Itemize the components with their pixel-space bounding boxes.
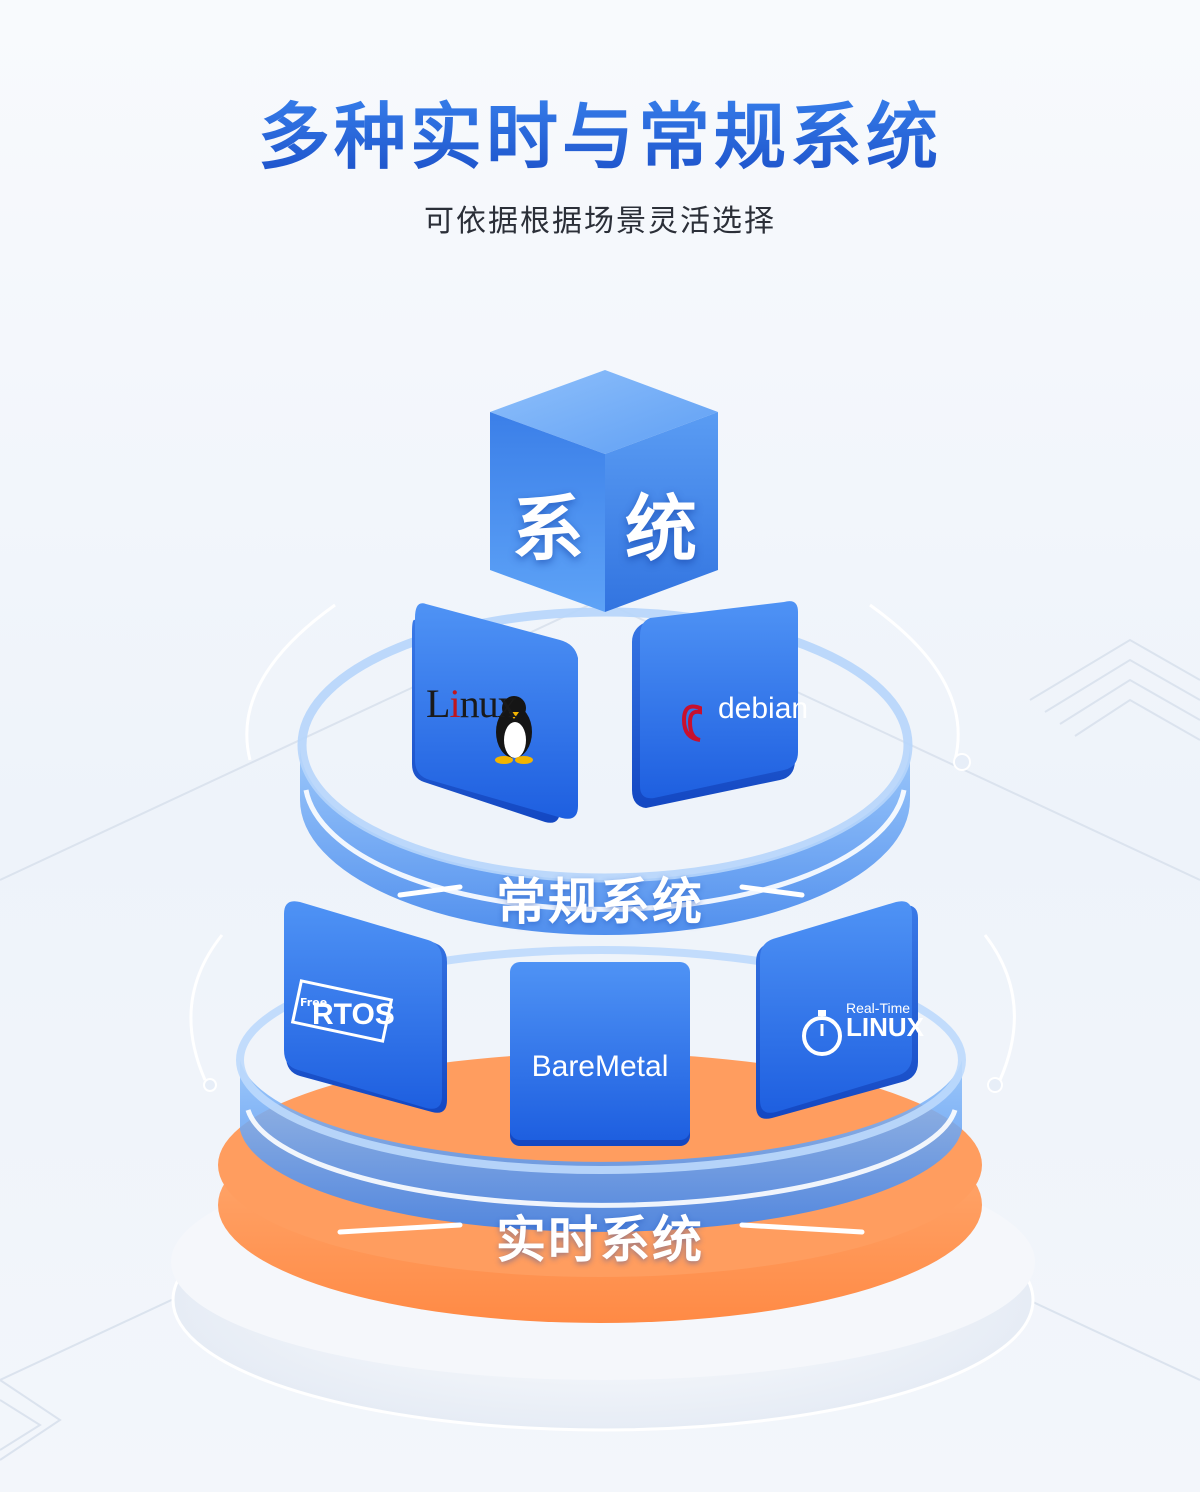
baremetal-label: BareMetal — [531, 1050, 669, 1083]
debian-logo-text: debian — [718, 692, 809, 725]
top-cube — [490, 370, 718, 612]
linux-logo-l: L — [426, 681, 450, 726]
label-dashes — [337, 884, 865, 1235]
bead-2 — [987, 1077, 1003, 1093]
freertos-tile — [284, 901, 447, 1113]
realtime-system-label: 实时系统 — [496, 1211, 704, 1269]
freertos-prefix: Free — [300, 996, 328, 1009]
bead-3 — [203, 1078, 217, 1092]
linux-logo-i: i — [449, 681, 460, 726]
realtime-linux-big: LINUX — [846, 1012, 924, 1042]
linux-logo-text: Linux — [426, 680, 518, 727]
linux-logo-rest: nux — [459, 681, 518, 726]
page-subtitle: 可依据根据场景灵活选择 — [424, 204, 776, 239]
cube-glyph-left: 系 — [512, 487, 585, 571]
realtime-linux-tile — [756, 901, 918, 1119]
realtime-linux-small: Real-Time — [846, 1000, 911, 1016]
debian-tile — [632, 601, 798, 808]
bead-1 — [953, 753, 971, 771]
freertos-logo-text: RTOS — [312, 998, 395, 1031]
cube-glyph-right: 统 — [625, 487, 698, 571]
decorative-arcs — [189, 603, 1016, 1081]
linux-tile — [412, 603, 578, 823]
regular-system-label: 常规系统 — [496, 873, 704, 931]
baremetal-tile — [510, 962, 690, 1146]
realtime-ring — [236, 946, 966, 1232]
page-title: 多种实时与常规系统 — [0, 78, 1200, 183]
